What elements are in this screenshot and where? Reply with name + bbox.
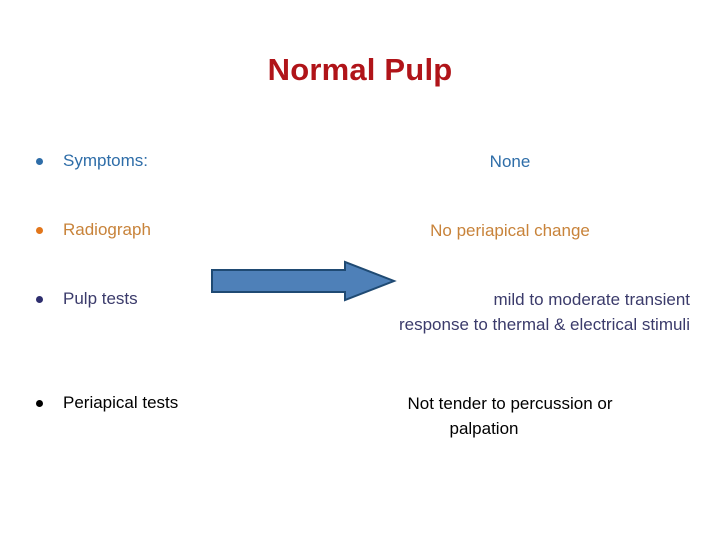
value-periapical-tests-line-1: Not tender to percussion or [407, 394, 613, 413]
bullet-marker-icon [36, 158, 43, 165]
value-radiograph: No periapical change [430, 221, 590, 240]
value-pulp-tests: mild to moderate transient response to t… [250, 288, 690, 337]
page-title: Normal Pulp [267, 52, 453, 87]
bullet-marker-icon [36, 400, 43, 407]
bullet-marker-icon [36, 296, 43, 303]
bullet-item-periapical-tests: Periapical tests [36, 392, 336, 413]
right-arrow-icon [211, 260, 397, 302]
term-label-pulp-tests: Pulp tests [63, 289, 138, 308]
value-symptoms: None [489, 152, 531, 171]
value-pulp-tests-line-2: response to thermal & electrical stimuli [398, 314, 690, 334]
value-periapical-tests-line-2: palpation [449, 418, 519, 438]
bullet-item-symptoms: Symptoms: [36, 150, 336, 171]
bullet-item-pulp-tests: Pulp tests [36, 288, 336, 309]
value-periapical-tests: Not tender to percussion or palpation [330, 392, 690, 441]
term-label-symptoms: Symptoms: [63, 151, 149, 170]
term-label-radiograph: Radiograph [63, 220, 151, 239]
bullet-marker-icon [36, 227, 43, 234]
bullet-item-radiograph: Radiograph [36, 219, 336, 240]
term-label-periapical-tests: Periapical tests [63, 393, 179, 412]
value-pulp-tests-line-1: mild to moderate transient [493, 290, 690, 309]
